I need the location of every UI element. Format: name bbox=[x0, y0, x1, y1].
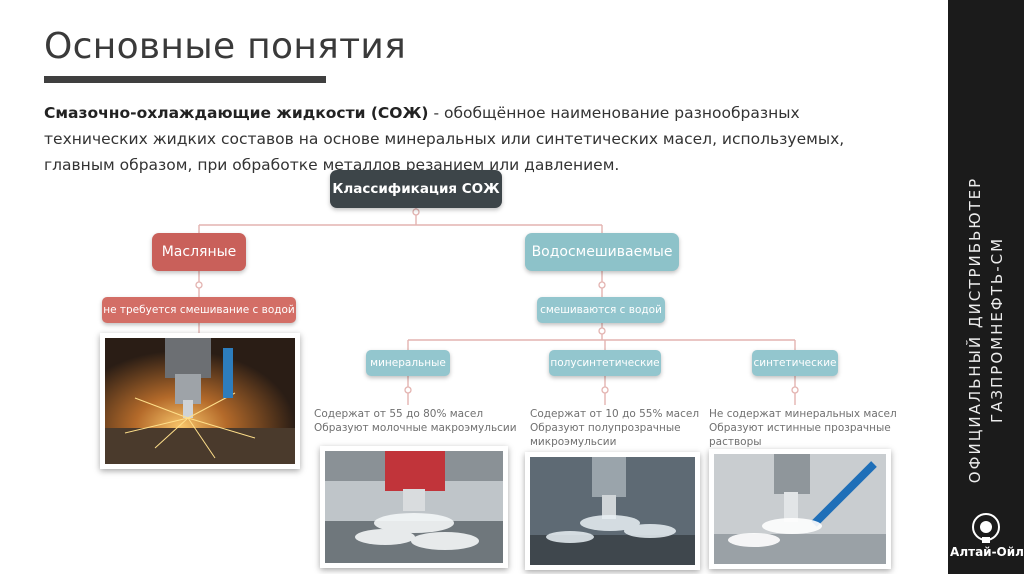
type-mineral: минеральные bbox=[366, 350, 450, 376]
semi-desc-line3: микроэмульсии bbox=[530, 435, 710, 449]
connector-dot bbox=[792, 387, 798, 393]
syn-desc-line2: Образуют истинные прозрачные bbox=[709, 421, 909, 435]
semi-desc-line1: Содержат от 10 до 55% масел bbox=[530, 407, 710, 421]
oil-category: Масляные bbox=[152, 233, 246, 271]
connector-dot bbox=[413, 209, 419, 215]
type-synthetic: синтетические bbox=[752, 350, 838, 376]
slide: Основные понятия Смазочно-охлаждающие жи… bbox=[0, 0, 948, 574]
water-category: Водосмешиваемые bbox=[525, 233, 679, 271]
connector-dot bbox=[602, 387, 608, 393]
oil-cutting-photo bbox=[100, 333, 300, 469]
semi-synthetic-photo bbox=[525, 452, 700, 570]
connector-dot bbox=[599, 282, 605, 288]
syn-desc-line1: Не содержат минеральных масел bbox=[709, 407, 909, 421]
semi-desc-line2: Образуют полупрозрачные bbox=[530, 421, 710, 435]
classification-root: Классификация СОЖ bbox=[330, 170, 502, 208]
connector-dot bbox=[599, 328, 605, 334]
syn-desc-line3: растворы bbox=[709, 435, 909, 449]
connector-dot bbox=[405, 387, 411, 393]
mineral-emulsion-photo bbox=[320, 446, 508, 568]
distributor-text: ОФИЦИАЛЬНЫЙ ДИСТРИБЬЮТЕР ГАЗПРОМНЕФТЬ-СМ bbox=[964, 140, 1008, 520]
water-note: смешиваются с водой bbox=[537, 297, 665, 323]
connector-dot bbox=[196, 282, 202, 288]
distributor-line2: ГАЗПРОМНЕФТЬ-СМ bbox=[986, 140, 1008, 520]
mineral-description: Содержат от 55 до 80% масел Образуют мол… bbox=[314, 407, 524, 435]
mineral-desc-line1: Содержат от 55 до 80% масел bbox=[314, 407, 524, 421]
mineral-desc-line2: Образуют молочные макроэмульсии bbox=[314, 421, 524, 435]
oil-note: не требуется смешивание с водой bbox=[102, 297, 296, 323]
brand-name: Алтай-Ойл bbox=[950, 545, 1024, 559]
synthetic-photo bbox=[709, 449, 891, 569]
distributor-line1: ОФИЦИАЛЬНЫЙ ДИСТРИБЬЮТЕР bbox=[964, 140, 986, 520]
semisynthetic-description: Содержат от 10 до 55% масел Образуют пол… bbox=[530, 407, 710, 449]
type-semisynthetic: полусинтетические bbox=[549, 350, 661, 376]
synthetic-description: Не содержат минеральных масел Образуют и… bbox=[709, 407, 909, 449]
